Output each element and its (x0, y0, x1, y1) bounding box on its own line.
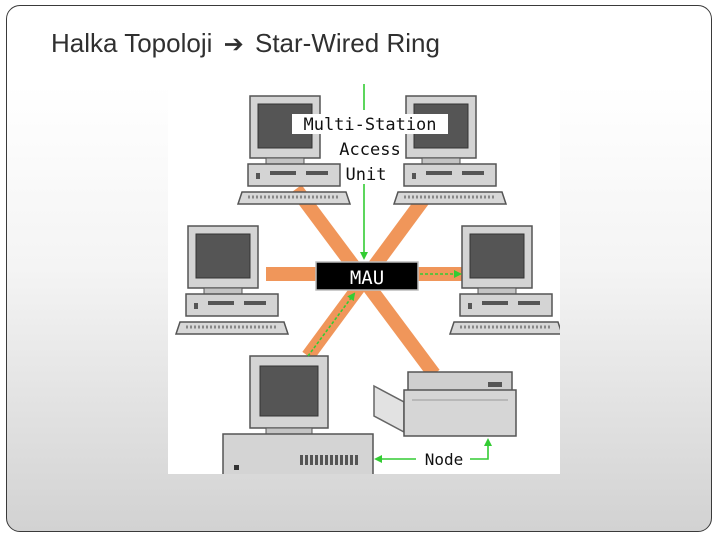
node-label: Node (425, 450, 464, 469)
slide: Halka Topoloji ➔ Star-Wired Ring (6, 5, 712, 532)
slide-title: Halka Topoloji ➔ Star-Wired Ring (51, 28, 440, 59)
ring-arrow-up (307, 292, 356, 357)
signal-arrows (307, 84, 492, 463)
callout-line2: Access (339, 140, 400, 160)
printer-icon (373, 371, 517, 437)
computer-icon (222, 355, 374, 477)
topology-figure: Multi-Station Access Unit MAU Node (168, 84, 564, 477)
star-wired-ring-diagram: Multi-Station Access Unit MAU Node (168, 84, 564, 477)
title-right: Star-Wired Ring (254, 28, 440, 58)
node-arrow-up (470, 438, 492, 460)
hub-label: MAU (350, 267, 384, 289)
arrow-right-icon: ➔ (223, 31, 244, 58)
callout-bg (292, 114, 448, 134)
mau-hub: MAU (315, 261, 419, 291)
title-left: Halka Topoloji (51, 28, 213, 58)
callout-line1: Multi-Station (303, 115, 436, 135)
callout-line3: Unit (346, 165, 387, 185)
